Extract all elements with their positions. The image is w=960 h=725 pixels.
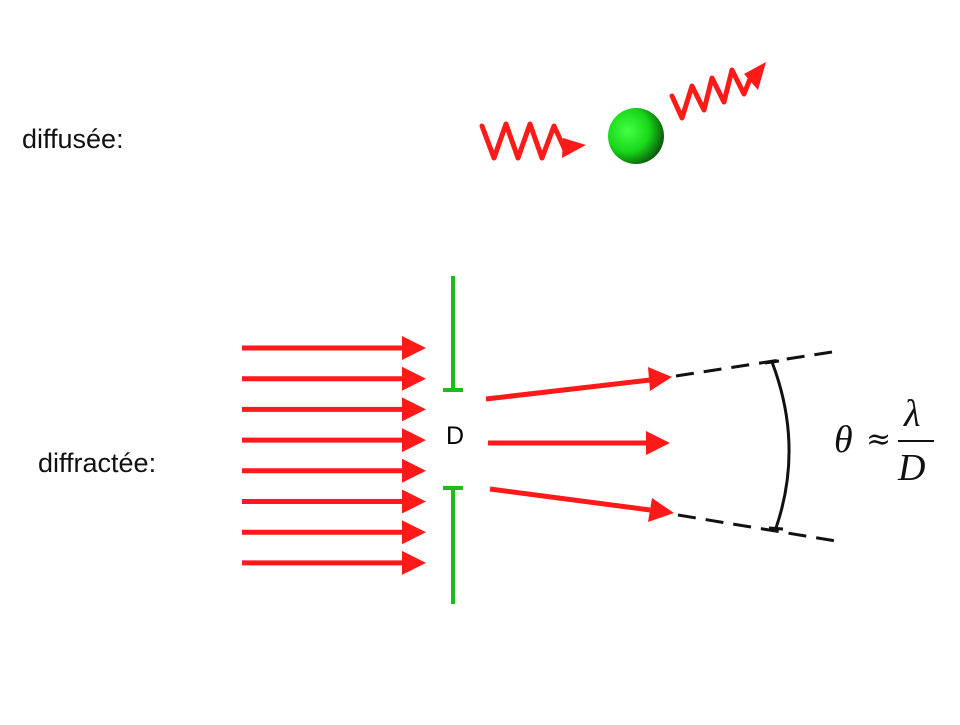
scattered-wave-arrowhead	[744, 62, 766, 90]
incident-ray	[242, 520, 426, 545]
incoming-wave-arrowhead	[562, 138, 586, 158]
cone-upper-dashed-line	[675, 350, 833, 378]
angle-arc	[770, 361, 791, 529]
incident-ray-arrowhead	[402, 366, 426, 391]
diffracted-ray-lower	[489, 486, 674, 522]
slit-width-label: D	[446, 422, 465, 450]
diffracted-ray-upper	[485, 367, 672, 402]
formula-numerator: λ	[904, 393, 921, 435]
incident-ray-arrowhead	[402, 550, 426, 575]
incident-ray	[242, 366, 426, 391]
scattered-wave-path	[669, 67, 755, 121]
incident-ray-arrowhead	[402, 489, 426, 514]
incident-ray-arrowhead	[402, 428, 426, 453]
divergence-cone	[675, 350, 837, 543]
diffracted-ray-center	[488, 431, 670, 455]
formula-approx-sign: ≈	[866, 422, 892, 457]
incoming-photon-wave	[479, 121, 586, 161]
angle-arc-bottom-tick	[768, 526, 784, 531]
incident-ray-arrowhead	[402, 458, 426, 483]
incident-rays	[242, 336, 426, 575]
diffracted-label: diffractée:	[38, 448, 157, 478]
incident-ray	[242, 458, 426, 483]
incident-ray	[242, 550, 426, 575]
incident-ray-arrowhead	[402, 520, 426, 545]
incident-ray	[242, 397, 426, 422]
scattering-illustration	[479, 62, 766, 164]
incoming-wave-path	[479, 121, 569, 161]
slit	[443, 276, 463, 604]
diffracted-rays	[485, 367, 674, 522]
incident-ray-arrowhead	[402, 397, 426, 422]
incident-ray	[242, 336, 426, 360]
scattering-particle	[608, 108, 664, 164]
formula-fraction-bar	[898, 440, 934, 442]
scattered-photon-wave	[669, 62, 766, 121]
cone-lower-dashed-line	[677, 513, 837, 543]
angle-arc-top-tick	[764, 359, 780, 365]
formula-denominator: D	[898, 447, 926, 489]
formula-theta: θ	[834, 419, 853, 461]
incident-ray	[242, 489, 426, 514]
incident-ray	[242, 428, 426, 453]
scattered-label: diffusée:	[22, 124, 124, 154]
incident-ray-arrowhead	[402, 336, 426, 360]
